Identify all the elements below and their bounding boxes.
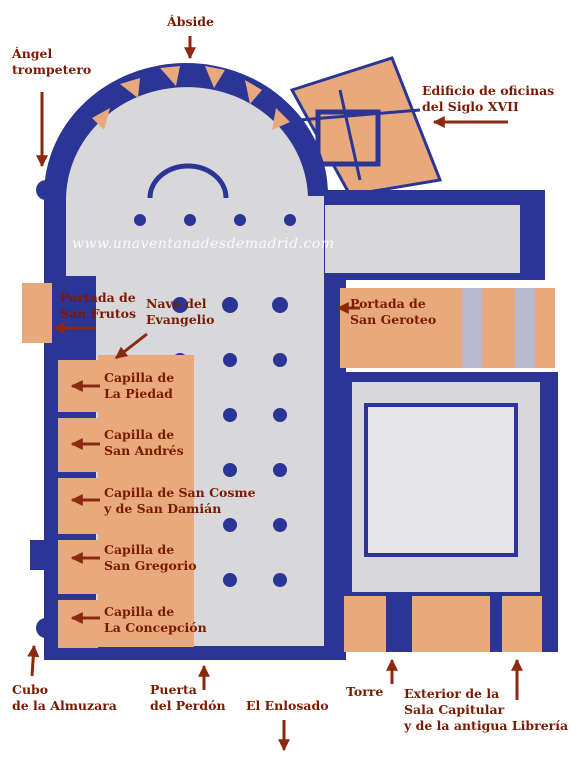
label-el-enlosado: El Enlosado [246, 698, 329, 713]
office-building [289, 56, 443, 197]
portals [22, 283, 555, 652]
watermark: www.unaventanadesdemadrid.com [72, 236, 335, 252]
label-abside: Ábside [167, 14, 214, 29]
annotation-arrows [27, 36, 523, 752]
corner-towers [30, 180, 56, 638]
label-torre: Torre [346, 684, 384, 699]
